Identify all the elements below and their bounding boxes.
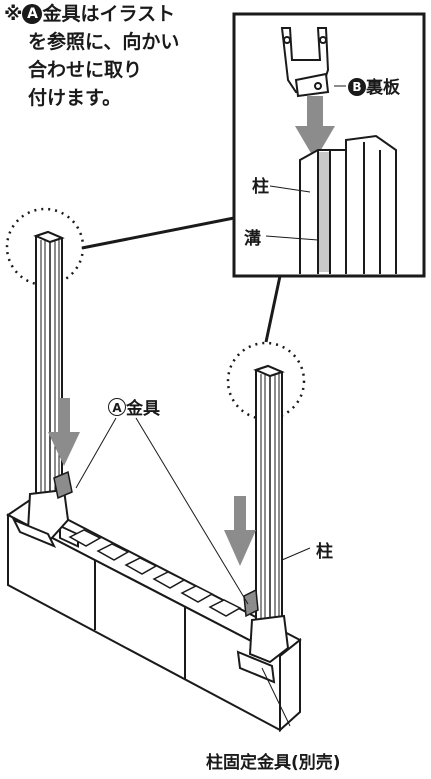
detail-circle-left bbox=[5, 207, 85, 287]
bracket-text: 金具 bbox=[126, 399, 160, 419]
down-arrow-left bbox=[48, 398, 80, 466]
bracket-right bbox=[243, 588, 259, 618]
groove-highlight bbox=[319, 152, 329, 272]
note-mark: ※ bbox=[4, 3, 23, 25]
bracket-with-back-plate bbox=[280, 27, 330, 98]
label-base-fixture: 柱固定金具(別売) bbox=[206, 753, 341, 773]
back-plate-badge: B bbox=[348, 78, 366, 96]
bracket-left bbox=[53, 470, 73, 500]
label-pillar-main: 柱 bbox=[316, 542, 333, 562]
pillar-left bbox=[11, 230, 70, 548]
pillar-profile bbox=[299, 134, 397, 274]
detail-inset bbox=[232, 12, 426, 278]
note-line-3: 合わせに取り bbox=[28, 59, 143, 81]
down-arrow-inset bbox=[295, 96, 335, 160]
note-line-4: 付けます。 bbox=[28, 87, 122, 109]
back-plate-text: 裏板 bbox=[366, 78, 400, 98]
note-line-2: を参照に、向かい bbox=[28, 31, 180, 53]
note-badge-a: A bbox=[22, 4, 43, 24]
note-bold-word: 金具 bbox=[42, 3, 81, 25]
label-groove: 溝 bbox=[244, 229, 261, 249]
detail-circle-right bbox=[226, 341, 306, 421]
note-line1-rest: はイラスト bbox=[80, 3, 176, 25]
bracket-badge: A bbox=[108, 398, 126, 416]
label-pillar-inset: 柱 bbox=[252, 177, 269, 197]
pillar-right bbox=[236, 364, 290, 684]
block-holes bbox=[68, 529, 242, 617]
down-arrow-right bbox=[224, 496, 256, 566]
